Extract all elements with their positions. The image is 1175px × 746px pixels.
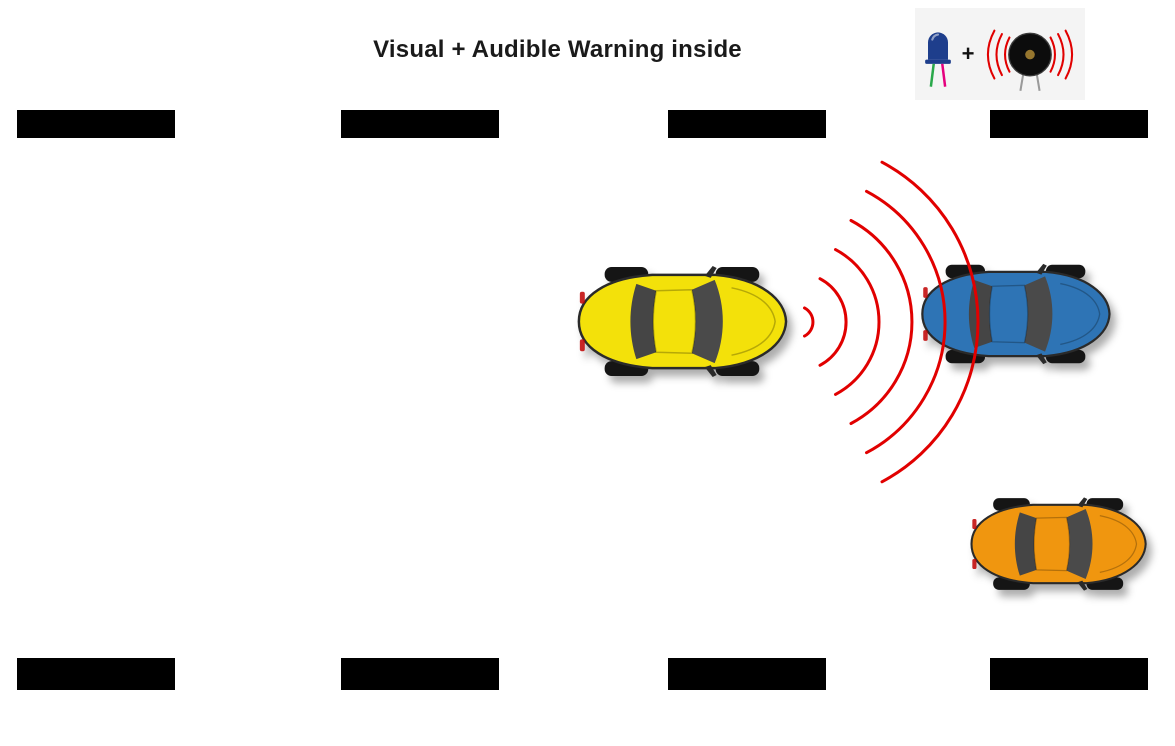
lane-marking	[341, 110, 499, 138]
lane-marking	[990, 110, 1148, 138]
yellow-car	[563, 262, 791, 381]
page-title: Visual + Audible Warning inside	[373, 36, 742, 63]
buzzer-icon	[987, 29, 1074, 92]
lane-marking	[990, 658, 1148, 690]
lane-marking	[668, 658, 826, 690]
led-icon	[924, 32, 951, 87]
blue-car	[908, 260, 1114, 368]
warning-wave-arc	[849, 219, 914, 425]
warning-wave-arc	[834, 248, 881, 396]
plus-sign: +	[961, 41, 975, 66]
lane-marking	[17, 110, 175, 138]
lane-marking	[17, 658, 175, 690]
lane-marking	[668, 110, 826, 138]
warning-indicators-image: +	[915, 8, 1085, 100]
orange-car	[958, 494, 1150, 594]
warning-wave-arc	[803, 306, 815, 338]
lane-marking	[341, 658, 499, 690]
warning-wave-arc	[818, 277, 848, 367]
